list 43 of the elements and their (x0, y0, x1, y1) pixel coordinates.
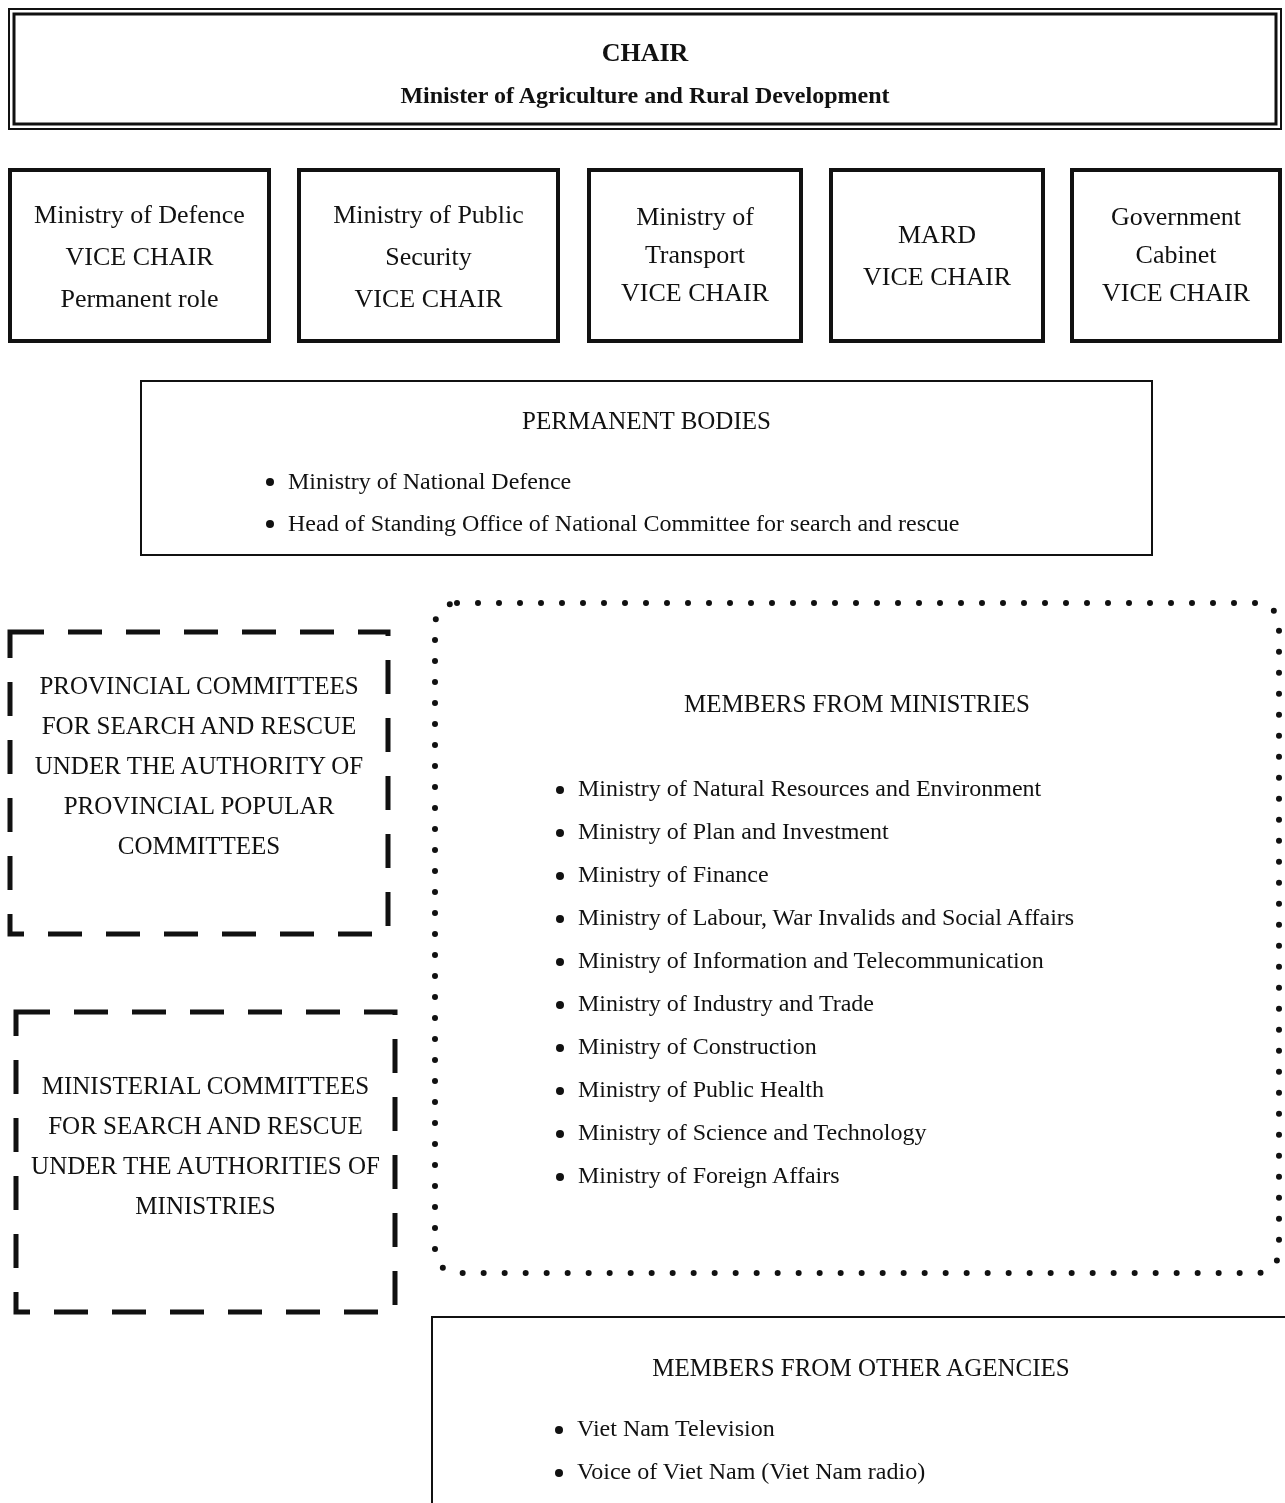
vice-chair-box (8, 168, 271, 343)
label: Minister of Agriculture and Rural Development (399, 81, 891, 110)
label: Permanent role (59, 283, 220, 315)
heading: CHAIR (600, 37, 690, 69)
list-item: Ministry of Information and Telecommunication (552, 939, 1044, 982)
heading: MEMBERS FROM MINISTRIES (683, 689, 1031, 719)
list-item: Ministry of Public Health (552, 1068, 824, 1111)
label: VICE CHAIR (64, 241, 215, 273)
label: VICE CHAIR (861, 261, 1013, 293)
list-item: Ministry of National Defence (262, 460, 572, 502)
committee-box (8, 630, 390, 936)
label: VICE CHAIR (1100, 277, 1252, 309)
list-item: Ministry of Finance (552, 853, 769, 896)
list-item: Head of Standing Office of National Committee for search and rescue (262, 502, 960, 544)
vice-chair-box (297, 168, 560, 343)
label: MARD (897, 219, 977, 251)
vice-chair-box (587, 168, 803, 343)
list-item: Ministry of Labour, War Invalids and Social Affairs (552, 896, 1075, 939)
list-item: Ministry of Foreign Affairs (552, 1154, 840, 1197)
label: Ministry of Defence (33, 199, 246, 231)
list-item: Ministry of Construction (552, 1025, 817, 1068)
chair-box (8, 8, 1282, 130)
bodies-box (140, 380, 1153, 556)
list-item: Ministry of Natural Resources and Environment (552, 767, 1042, 810)
label: Ministry of Public Security (332, 199, 525, 273)
vice-chair-box (829, 168, 1045, 343)
label: PROVINCIAL COMMITTEES FOR SEARCH AND RESCUE UNDER THE AUTHORITY OF PROVINCIAL POPULAR COMMITTEES (33, 671, 365, 861)
committee-box (14, 1010, 397, 1314)
label: Ministry of Transport (635, 201, 755, 271)
label: Government Cabinet (1110, 201, 1242, 271)
members-box (431, 1316, 1285, 1503)
list-item: Voice of Viet Nam (Viet Nam radio) (551, 1450, 926, 1493)
heading: PERMANENT BODIES (521, 406, 772, 436)
label: MINISTERIAL COMMITTEES FOR SEARCH AND RESCUE UNDER THE AUTHORITIES OF MINISTRIES (30, 1071, 381, 1221)
list-item: Ministry of Industry and Trade (552, 982, 874, 1025)
heading: MEMBERS FROM OTHER AGENCIES (651, 1353, 1071, 1383)
list-item: Ministry of Science and Technology (552, 1111, 927, 1154)
label: VICE CHAIR (353, 283, 504, 315)
list-item: Viet Nam Television (551, 1407, 775, 1450)
label: VICE CHAIR (619, 277, 771, 309)
list-item: Ministry of Plan and Investment (552, 810, 889, 853)
members-box (432, 600, 1282, 1276)
vice-chair-box (1070, 168, 1282, 343)
